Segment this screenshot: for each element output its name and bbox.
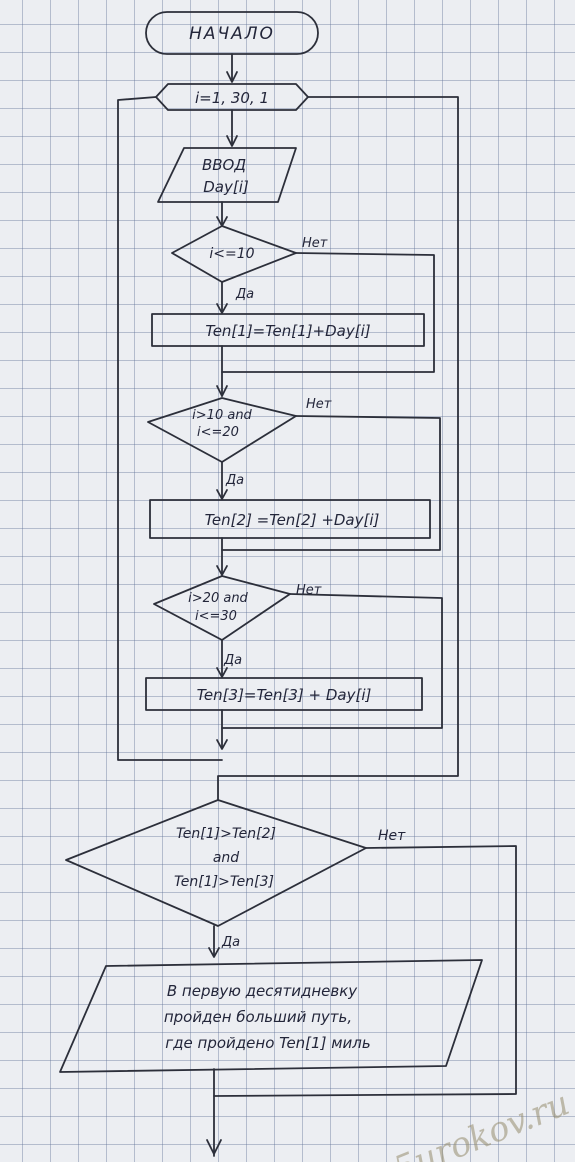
condition-1: i<=10 Нет Да xyxy=(171,225,328,302)
cond2-label-line2: i<=20 xyxy=(197,425,239,440)
arrow-head xyxy=(216,385,228,397)
cond2-no-label: Нет xyxy=(306,397,332,412)
arrow-head xyxy=(226,71,238,83)
output-label-line2: пройден больший путь, xyxy=(164,1008,352,1026)
condition-3: i>20 and i<=30 Нет Да xyxy=(153,575,322,668)
cond3-label-line2: i<=30 xyxy=(195,609,237,624)
condition-4: Ten[1]>Ten[2] and Ten[1]>Ten[3] Нет Да xyxy=(65,799,406,950)
cond1-no-line xyxy=(221,252,435,373)
cond2-label-line1: i>10 and xyxy=(192,408,252,423)
cond4-yes-label: Да xyxy=(221,935,240,950)
cond4-no-label: Нет xyxy=(378,828,406,844)
output-label-line3: где пройдено Ten[1] миль xyxy=(165,1034,370,1052)
cond4-label-line1: Ten[1]>Ten[2] xyxy=(176,826,276,842)
arrow-head xyxy=(206,1139,222,1155)
arrow-head xyxy=(216,565,228,576)
output-block: В первую десятидневку пройден больший пу… xyxy=(59,959,483,1073)
loop-block: i=1, 30, 1 xyxy=(155,83,309,111)
arrow-head xyxy=(226,135,238,147)
cond3-yes-label: Да xyxy=(223,653,242,668)
cond3-label-line1: i>20 and xyxy=(188,591,248,606)
cond3-no-label: Нет xyxy=(296,583,322,598)
cond3-no-line xyxy=(221,593,443,729)
cond4-label-line3: Ten[1]>Ten[3] xyxy=(174,874,274,890)
start-label: НАЧАЛО xyxy=(189,24,275,44)
arrow-head xyxy=(216,489,228,500)
cond1-label: i<=10 xyxy=(209,246,254,262)
proc2-label: Ten[2] =Ten[2] +Day[i] xyxy=(205,511,380,529)
input-block: ВВОД Day[i] xyxy=(157,147,297,203)
loop-label: i=1, 30, 1 xyxy=(195,89,269,107)
cond2-yes-label: Да xyxy=(225,473,244,488)
cond1-no-label: Нет xyxy=(302,236,328,251)
process-2: Ten[2] =Ten[2] +Day[i] xyxy=(149,499,431,539)
loop-exit-line xyxy=(217,96,459,801)
arrow-head xyxy=(216,667,228,678)
cond2-no-line xyxy=(221,415,441,551)
arrow-head xyxy=(216,739,228,750)
arrow-head xyxy=(208,947,220,958)
process-1: Ten[1]=Ten[1]+Day[i] xyxy=(151,313,425,347)
proc3-label: Ten[3]=Ten[3] + Day[i] xyxy=(197,686,372,704)
input-label-line1: ВВОД xyxy=(202,156,246,174)
cond4-label-line2: and xyxy=(213,850,239,866)
output-label-line1: В первую десятидневку xyxy=(167,982,358,1000)
process-3: Ten[3]=Ten[3] + Day[i] xyxy=(145,677,423,711)
condition-2: i>10 and i<=20 Нет Да xyxy=(147,397,332,488)
input-label-line2: Day[i] xyxy=(203,178,249,196)
proc1-label: Ten[1]=Ten[1]+Day[i] xyxy=(205,322,370,340)
arrow-head xyxy=(216,303,228,314)
cond4-no-line xyxy=(213,845,517,1097)
start-terminator: НАЧАЛО xyxy=(145,11,319,55)
loop-return-line xyxy=(117,96,223,761)
cond1-yes-label: Да xyxy=(235,287,254,302)
